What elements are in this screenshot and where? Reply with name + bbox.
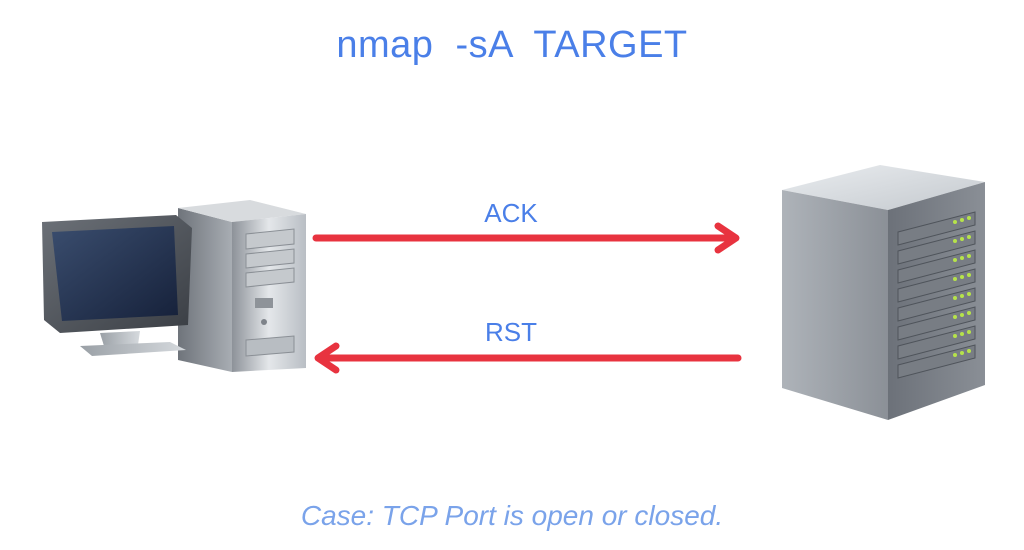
server-icon [782,165,985,420]
ack-arrow [312,222,740,254]
diagram-title: nmap -sA TARGET [336,24,688,66]
ack-label: ACK [484,198,538,228]
desktop-computer-icon [42,200,306,372]
rst-arrow [314,342,742,374]
case-caption: Case: TCP Port is open or closed. [300,500,724,531]
rst-label: RST [485,317,537,347]
